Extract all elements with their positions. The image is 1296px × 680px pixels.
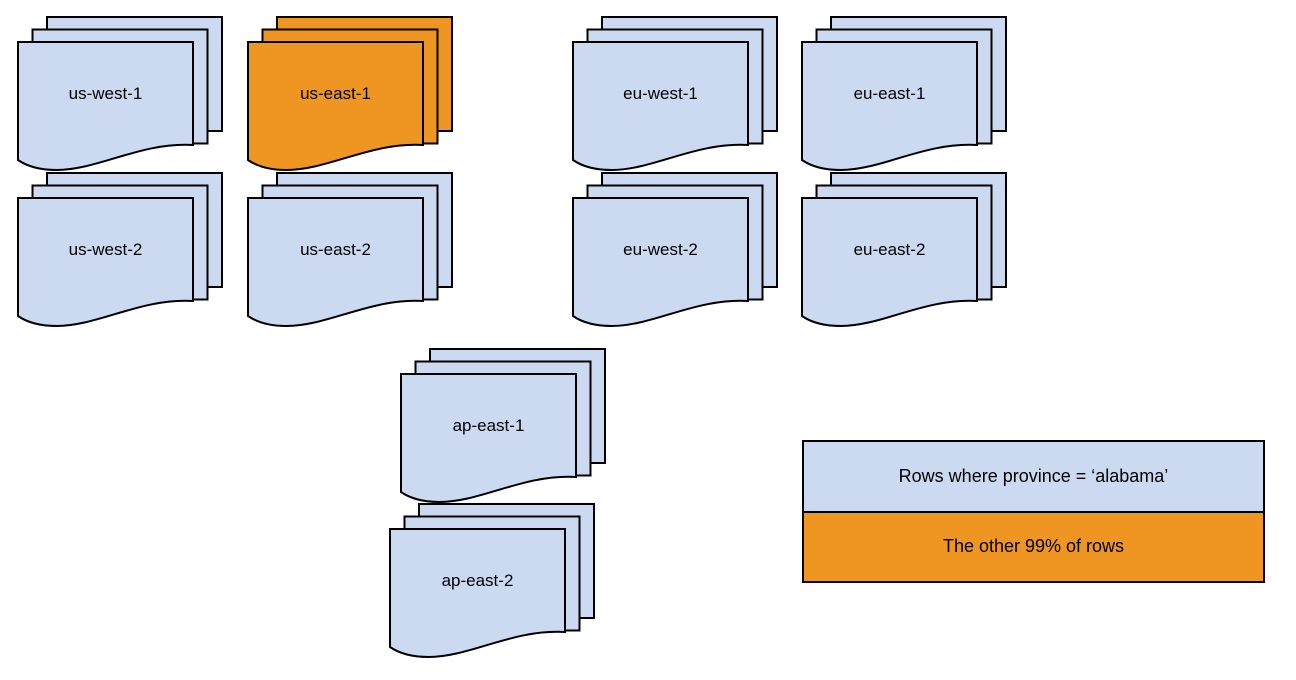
region-stack-shape-us-east-1 [247, 16, 453, 172]
sheet-front [801, 197, 978, 328]
region-stack-us-west-1[interactable]: us-west-1 [16, 15, 223, 180]
legend-label-orange: The other 99% of rows [942, 536, 1125, 557]
sheet-front [247, 197, 424, 328]
region-stack-shape-us-east-2 [247, 172, 453, 328]
region-stack-eu-east-1[interactable]: eu-east-1 [800, 15, 1007, 180]
sheet-front [801, 41, 978, 172]
legend-label-blue: Rows where province = ‘alabama’ [898, 465, 1169, 486]
sheet-front [400, 373, 577, 504]
sheet-front [572, 197, 749, 328]
region-stack-shape-eu-west-2 [572, 172, 778, 328]
region-stack-ap-east-2[interactable]: ap-east-2 [388, 502, 595, 667]
region-stack-us-east-1[interactable]: us-east-1 [246, 15, 453, 180]
sheet-front [389, 528, 566, 659]
legend: Rows where province = ‘alabama’ The othe… [802, 440, 1265, 583]
sheet-front [17, 197, 194, 328]
region-stack-shape-ap-east-1 [400, 348, 606, 504]
region-stack-ap-east-1[interactable]: ap-east-1 [399, 347, 606, 512]
region-stack-shape-eu-east-1 [801, 16, 1007, 172]
region-stack-eu-west-2[interactable]: eu-west-2 [571, 171, 778, 336]
region-stack-eu-west-1[interactable]: eu-west-1 [571, 15, 778, 180]
legend-row-blue: Rows where province = ‘alabama’ [804, 442, 1263, 513]
region-stack-shape-ap-east-2 [389, 503, 595, 659]
region-stack-shape-eu-west-1 [572, 16, 778, 172]
sheet-front [247, 41, 424, 172]
sheet-front [572, 41, 749, 172]
region-stack-shape-us-west-2 [17, 172, 223, 328]
region-stack-shape-us-west-1 [17, 16, 223, 172]
region-stack-us-west-2[interactable]: us-west-2 [16, 171, 223, 336]
region-stack-shape-eu-east-2 [801, 172, 1007, 328]
sheet-front [17, 41, 194, 172]
region-stack-us-east-2[interactable]: us-east-2 [246, 171, 453, 336]
region-stack-eu-east-2[interactable]: eu-east-2 [800, 171, 1007, 336]
legend-row-orange: The other 99% of rows [804, 512, 1263, 581]
